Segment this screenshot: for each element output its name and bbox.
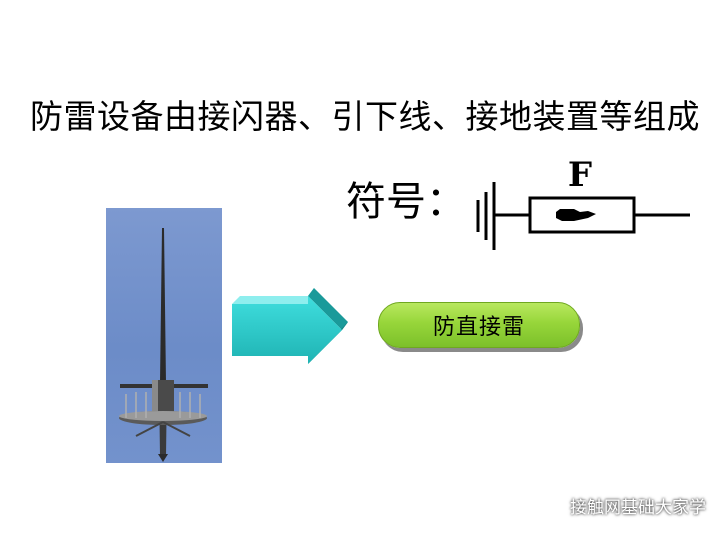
watermark: 接触网基础大家学 <box>540 493 706 518</box>
lightning-rod-icon <box>119 228 208 462</box>
watermark-text: 接触网基础大家学 <box>570 498 706 518</box>
wechat-official-account-icon <box>542 498 561 513</box>
symbol-letter: F <box>568 155 592 195</box>
function-label: 防直接雷 <box>432 315 525 340</box>
lightning-rod-photo <box>106 208 222 463</box>
slide-headline: 防雷设备由接闪器、引下线、接地装置等组成 <box>30 97 700 136</box>
function-pill: 防直接雷 <box>378 302 580 348</box>
symbol-label: 符号： <box>346 179 466 225</box>
